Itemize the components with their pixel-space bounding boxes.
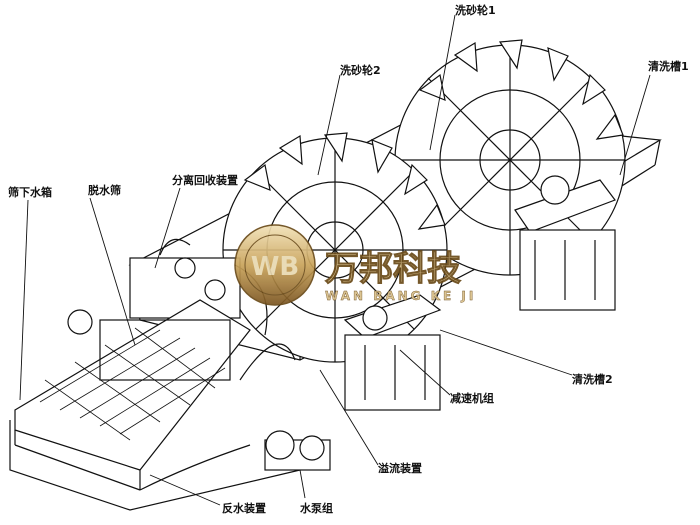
label-wash-wheel-2: 洗砂轮2: [340, 63, 381, 77]
overflow-pipe: [239, 343, 296, 381]
reducer-unit-2: [343, 294, 442, 411]
watermark-name-cn: 万邦科技: [325, 249, 461, 289]
label-wash-tank-1: 清洗槽1: [648, 59, 689, 73]
watermark-name-en: WAN BANG KE JI: [325, 289, 476, 303]
label-under-screen-tank: 筛下水箱: [8, 185, 52, 199]
label-wash-tank-2: 清洗槽2: [572, 372, 613, 386]
dewatering-screen: [14, 299, 251, 491]
label-reducer-set: 减速机组: [450, 391, 494, 405]
part-labels: 洗砂轮1 洗砂轮2 清洗槽1 分离回收装置 筛下水箱 脱水筛 清洗槽2 减速机组…: [8, 3, 689, 515]
reducer-unit-1: [514, 175, 616, 311]
label-overflow-device: 溢流装置: [378, 461, 422, 475]
under-screen-tank: [9, 420, 301, 511]
watermark-logo-letters: WB: [251, 252, 300, 282]
recovery-device: [129, 238, 268, 336]
pump-set: [139, 430, 331, 491]
label-dewatering-screen: 脱水筛: [88, 183, 121, 197]
watermark-logo: WB: [234, 224, 316, 306]
watermark: WB 万邦科技 WAN BANG KE JI: [234, 224, 476, 306]
label-recovery-device: 分离回收装置: [172, 173, 238, 187]
leader-lines: [19, 14, 651, 506]
label-wash-wheel-1: 洗砂轮1: [455, 3, 496, 17]
label-pump-set: 水泵组: [300, 501, 333, 515]
label-backwater-device: 反水装置: [222, 501, 266, 515]
